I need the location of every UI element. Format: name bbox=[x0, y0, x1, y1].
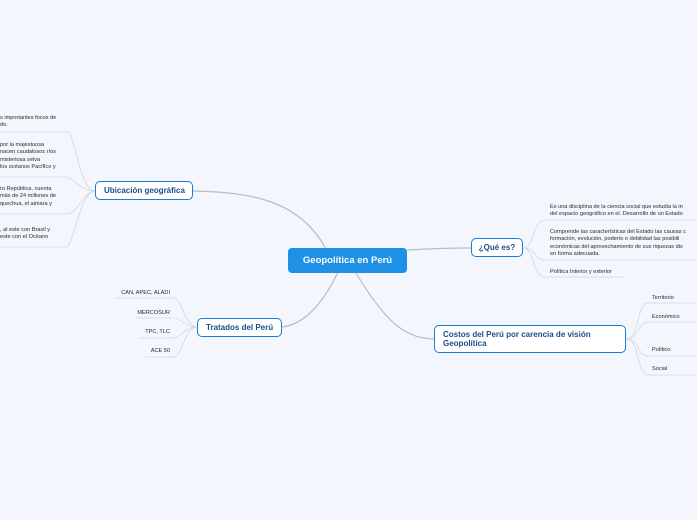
branch-label: ¿Qué es? bbox=[478, 243, 516, 252]
branch-label: Ubicación geográfica bbox=[104, 186, 185, 195]
leaf-que-es-politica: Política Interior y exterior bbox=[550, 269, 612, 275]
leaf-tratados-mercosur: MERCOSUR bbox=[137, 310, 170, 316]
branch-label: Costos del Perú por carencia de visión G… bbox=[443, 330, 591, 348]
leaf-tratados-can-apec-aladi: CAN, APEC, ALADI bbox=[121, 290, 170, 296]
branch-label: Tratados del Perú bbox=[206, 323, 274, 332]
leaf-tratados-tpc-tlc: TPC, TLC bbox=[145, 329, 170, 335]
leaf-que-es-definicion: Es una disciplina de la ciencia social q… bbox=[550, 204, 683, 218]
leaf-tratados-ace-50: ACE 50 bbox=[150, 348, 170, 354]
leaf-ubicacion-3: ro República, cuenta más de 24 millones … bbox=[0, 186, 56, 207]
leaf-ubicacion-2: por la majestuosa nacen caudalosos ríos … bbox=[0, 142, 56, 171]
central-node[interactable]: Geopolítica en Perú bbox=[288, 248, 407, 273]
leaf-costos-social: Social bbox=[652, 366, 668, 372]
branch-tratados-del-peru[interactable]: Tratados del Perú bbox=[197, 318, 282, 337]
leaf-ubicacion-1: s importantes focos de do. bbox=[0, 115, 57, 129]
leaf-costos-territorio: Territorio bbox=[652, 295, 674, 301]
connector-central-ubicacion bbox=[192, 190, 327, 250]
connector-central-costos bbox=[355, 272, 435, 340]
branch-ubicacion-geografica[interactable]: Ubicación geográfica bbox=[95, 181, 193, 200]
connector-central-que-es bbox=[406, 247, 472, 251]
leaf-costos-politico: Político bbox=[652, 347, 671, 353]
leaf-que-es-caracteristicas: Comprende las características del Estado… bbox=[550, 229, 686, 258]
branch-costos-del-peru[interactable]: Costos del Perú por carencia de visión G… bbox=[434, 325, 626, 353]
branch-que-es[interactable]: ¿Qué es? bbox=[471, 238, 523, 257]
leaf-ubicacion-4: , al este con Brasil y este con el Océan… bbox=[0, 227, 51, 241]
central-node-label: Geopolítica en Perú bbox=[302, 255, 393, 266]
connector-central-tratados bbox=[281, 271, 339, 328]
leaf-costos-economico: Económico bbox=[652, 314, 680, 320]
